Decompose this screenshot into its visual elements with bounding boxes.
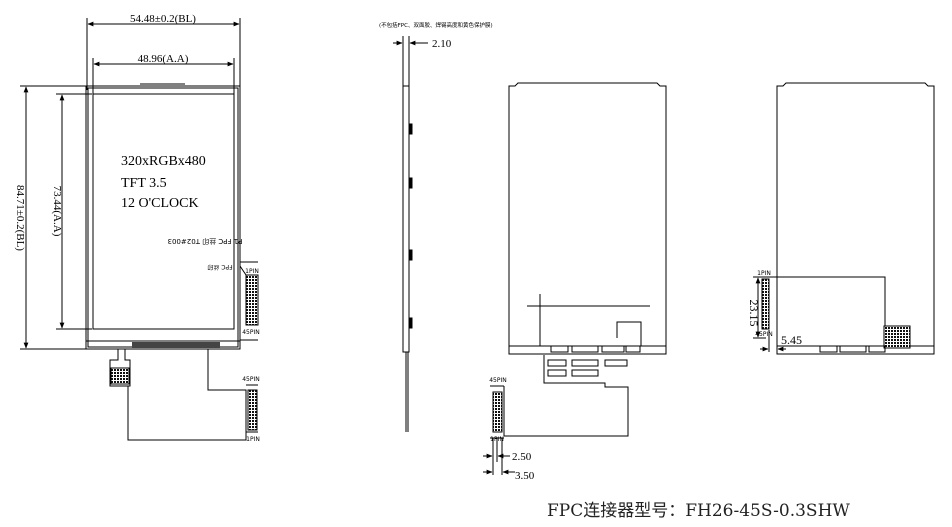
folded-dim-5-45: 5.45 xyxy=(781,333,802,347)
front-view xyxy=(20,18,259,441)
dim-aa-height: 73.44(A.A) xyxy=(51,186,63,237)
folded-view xyxy=(753,82,935,355)
lcd-orientation: 12 O'CLOCK xyxy=(121,196,199,211)
lcd-size: TFT 3.5 xyxy=(121,176,167,191)
connector-model-label: FPC连接器型号：FH26-45S-0.3SHW xyxy=(547,501,850,521)
side-profile xyxy=(402,85,410,353)
back-fpc-pins xyxy=(492,391,503,433)
side-thickness: 2.10 xyxy=(432,38,452,50)
back-text: 45PIN 1PIN 2.50 3.50 xyxy=(489,377,535,482)
front-pin45-top: 45PIN xyxy=(242,329,260,336)
side-view xyxy=(393,36,428,432)
folded-outline xyxy=(776,82,935,355)
side-text: (不包括FPC、双面胶、焊锡高度和黄色保护膜) 2.10 xyxy=(379,21,493,50)
back-dim-2-50: 2.50 xyxy=(512,451,532,463)
fpc-silkscreen-label: P1 FPC 丝印 T02#003 xyxy=(168,237,243,246)
folded-dim-23-15: 23.15 xyxy=(747,300,761,327)
front-text: 54.48±0.2(BL) 48.96(A.A) 84.71±0.2(BL) 7… xyxy=(14,13,260,443)
front-pin45-tail: 45PIN xyxy=(242,376,260,383)
active-area xyxy=(92,93,235,330)
folded-pin1: 1PIN xyxy=(757,270,771,277)
fpc-pins-tail xyxy=(247,389,258,431)
back-dim-3-50: 3.50 xyxy=(515,470,535,482)
folded-text: 1PIN 45PIN 23.15 5.45 xyxy=(747,270,802,347)
fpc-connector-front xyxy=(245,274,259,326)
dim-bl-width: 54.48±0.2(BL) xyxy=(130,13,196,25)
back-pin1: 1PIN xyxy=(490,436,504,443)
folded-fpc-pins xyxy=(761,278,770,330)
back-view xyxy=(483,82,667,475)
folded-pin45: 45PIN xyxy=(755,331,773,338)
front-pin1-tail: 1PIN xyxy=(246,436,260,443)
module-outline xyxy=(85,85,241,350)
front-pin1-top: 1PIN xyxy=(245,268,259,275)
back-pin45: 45PIN xyxy=(489,377,507,384)
lcd-resolution: 320xRGBx480 xyxy=(121,154,206,169)
dim-aa-width: 48.96(A.A) xyxy=(138,53,189,65)
side-note: (不包括FPC、双面胶、焊锡高度和黄色保护膜) xyxy=(379,21,493,29)
fpc-small-label: FPC 丝印 xyxy=(207,263,232,271)
back-outline xyxy=(508,82,667,355)
dim-bl-height: 84.71±0.2(BL) xyxy=(14,185,26,251)
